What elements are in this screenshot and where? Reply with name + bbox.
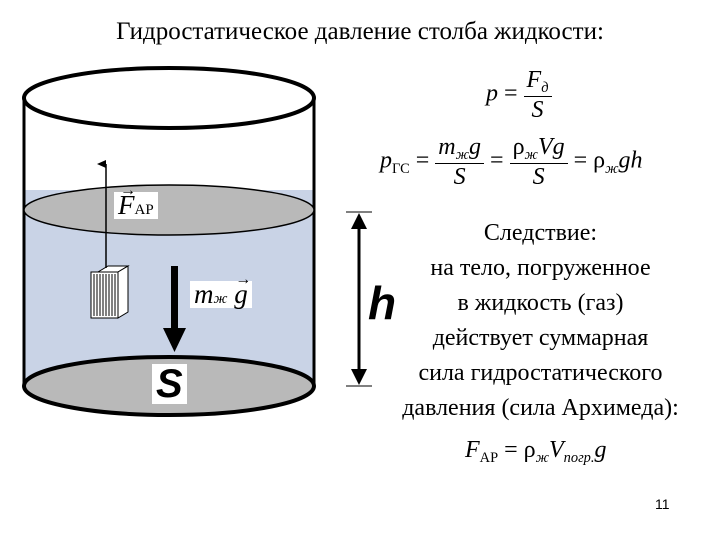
formula-hydrostatic: pГС = mжg S = ρжVg S = ρжgh <box>380 134 643 191</box>
consequence-line: на тело, погруженное <box>430 255 651 281</box>
height-label: h <box>368 277 397 329</box>
consequence-line: давления (сила Архимеда): <box>402 395 679 421</box>
consequence-text: Следствие: на тело, погруженное в жидкос… <box>368 216 713 426</box>
weight-arrow <box>163 266 186 352</box>
formula-pressure: p = Fд S <box>486 68 552 122</box>
height-dimension <box>346 211 372 387</box>
submerged-body <box>90 265 130 319</box>
liquid-surface <box>23 184 315 236</box>
weight-label: mж → g <box>190 272 252 308</box>
area-label: S <box>152 364 187 404</box>
consequence-line: действует суммарная <box>432 325 649 351</box>
consequence-line: в жидкость (газ) <box>457 290 624 316</box>
cylinder-top-rim <box>22 66 316 130</box>
formula-archimedes: FАР = ρжVпогр.g <box>465 437 607 467</box>
page-number: 11 <box>655 496 670 512</box>
consequence-line: сила гидростатического <box>418 360 663 386</box>
consequence-heading: Следствие: <box>483 220 598 246</box>
buoyant-force-label: → F АР <box>114 183 158 219</box>
slide-title: Гидростатическое давление столба жидкост… <box>116 18 604 45</box>
